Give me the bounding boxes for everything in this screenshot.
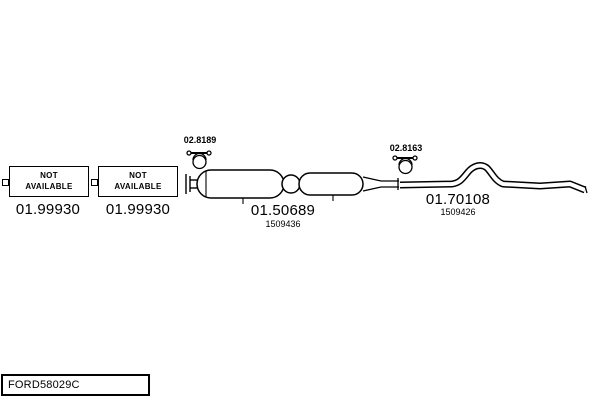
part-number-rear-pipe: 01.70108 bbox=[425, 191, 491, 208]
ref-number-rear-pipe: 1509426 bbox=[440, 207, 476, 217]
diagram-code: FORD58029C bbox=[8, 379, 80, 391]
part-number-mid-silencer: 01.50689 bbox=[250, 202, 316, 219]
part-number-front-2: 01.99930 bbox=[105, 201, 171, 218]
not-available-box-2: NOT AVAILABLE bbox=[98, 166, 178, 197]
clamp-icon-mid bbox=[186, 150, 212, 170]
ref-number-mid-silencer: 1509436 bbox=[265, 219, 301, 229]
front-flange bbox=[185, 174, 197, 194]
flange-connector-square-2 bbox=[91, 179, 98, 186]
clamp-icon-rear bbox=[392, 155, 418, 175]
clamp-number-mid: 02.8189 bbox=[183, 135, 217, 145]
interconnect-ring bbox=[281, 174, 301, 194]
not-available-line2: AVAILABLE bbox=[114, 181, 162, 191]
flange-connector-square-1 bbox=[2, 179, 9, 186]
not-available-line1: NOT bbox=[129, 170, 147, 180]
not-available-box-1: NOT AVAILABLE bbox=[9, 166, 89, 197]
part-number-front-1: 01.99930 bbox=[15, 201, 81, 218]
diagram-code-box: FORD58029C bbox=[1, 374, 150, 396]
clamp-number-rear: 02.8163 bbox=[389, 143, 423, 153]
mid-silencer-drawing bbox=[196, 169, 399, 204]
not-available-line2: AVAILABLE bbox=[25, 181, 73, 191]
not-available-line1: NOT bbox=[40, 170, 58, 180]
rear-pipe-drawing bbox=[399, 161, 588, 194]
